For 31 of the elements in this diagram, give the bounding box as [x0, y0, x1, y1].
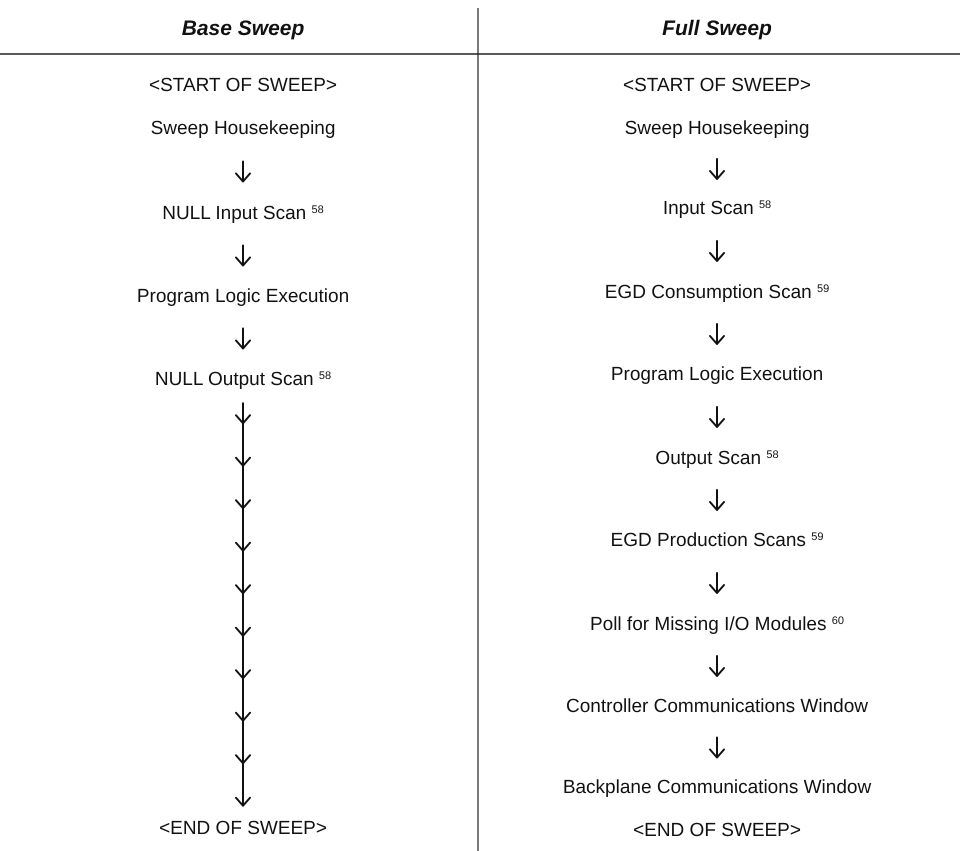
step-text: Controller Communications Window [566, 695, 868, 719]
arrow [235, 160, 251, 182]
step-text: Sweep Housekeeping [150, 117, 336, 141]
step-text: <END OF SWEEP> [159, 817, 327, 841]
step-text: Program Logic Execution [610, 363, 824, 387]
arrow [709, 572, 725, 594]
step-text: Output Scan $^{58}$ [655, 447, 779, 471]
step-text: EGD Production Scans $^{59}$ [610, 529, 824, 553]
arrow [235, 328, 251, 350]
step-text: <END OF SWEEP> [633, 819, 801, 843]
step-text: Poll for Missing I/O Modules $^{60}$ [590, 613, 844, 637]
column-heading: Full Sweep [662, 17, 772, 41]
step-text: Backplane Communications Window [562, 776, 872, 800]
step-text: Input Scan $^{58}$ [662, 197, 772, 221]
step-text: <START OF SWEEP> [149, 74, 337, 98]
arrow [709, 736, 725, 758]
arrow [709, 323, 725, 345]
column-heading: Base Sweep [182, 17, 304, 41]
arrow [709, 240, 725, 262]
arrow [709, 158, 725, 180]
arrow [235, 402, 251, 807]
step-text: EGD Consumption Scan $^{59}$ [604, 281, 830, 305]
step-text: Sweep Housekeeping [624, 117, 810, 141]
arrow [709, 406, 725, 428]
step-text: NULL Input Scan $^{58}$ [162, 202, 324, 226]
step-text: NULL Output Scan $^{58}$ [154, 368, 332, 392]
arrow [709, 655, 725, 677]
arrow [235, 244, 251, 266]
step-text: Program Logic Execution [136, 285, 350, 309]
arrow [709, 489, 725, 511]
step-text: <START OF SWEEP> [623, 74, 811, 98]
